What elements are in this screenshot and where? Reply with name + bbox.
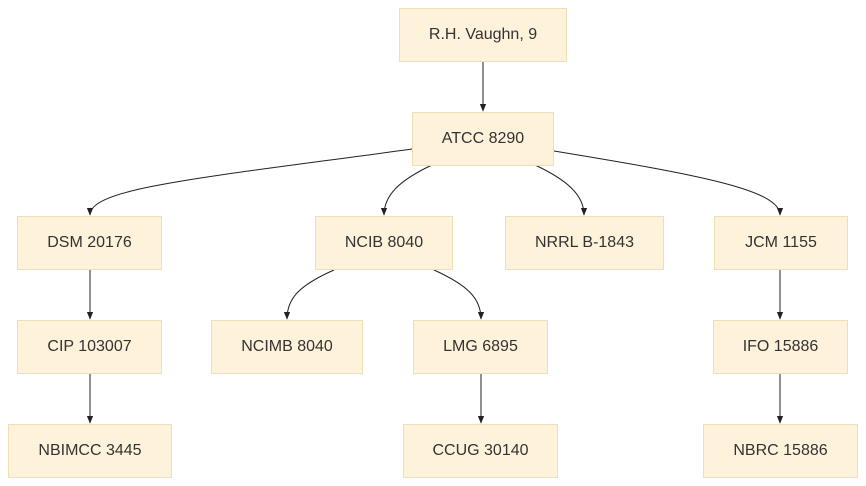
edge-atcc-ncib <box>380 164 433 216</box>
node-atcc: ATCC 8290 <box>412 112 554 166</box>
node-ifo: IFO 15886 <box>713 320 848 374</box>
node-lmg: LMG 6895 <box>413 320 548 374</box>
node-ncimb: NCIMB 8040 <box>211 320 363 374</box>
node-ncib: NCIB 8040 <box>315 216 453 270</box>
edge-atcc-dsm <box>86 148 413 216</box>
node-root: R.H. Vaughn, 9 <box>399 8 567 62</box>
node-nrrl: NRRL B-1843 <box>505 216 664 270</box>
node-jcm: JCM 1155 <box>714 216 848 270</box>
node-nbimcc: NBIMCC 3445 <box>8 424 172 478</box>
edge-atcc-jcm <box>553 150 784 216</box>
edge-atcc-nrrl <box>534 164 588 216</box>
node-ccug: CCUG 30140 <box>403 424 558 478</box>
node-dsm: DSM 20176 <box>17 216 162 270</box>
edge-ncib-lmg <box>433 269 485 320</box>
node-nbrc: NBRC 15886 <box>703 424 858 478</box>
node-cip: CIP 103007 <box>17 320 162 374</box>
edge-ncib-ncimb <box>283 269 335 320</box>
